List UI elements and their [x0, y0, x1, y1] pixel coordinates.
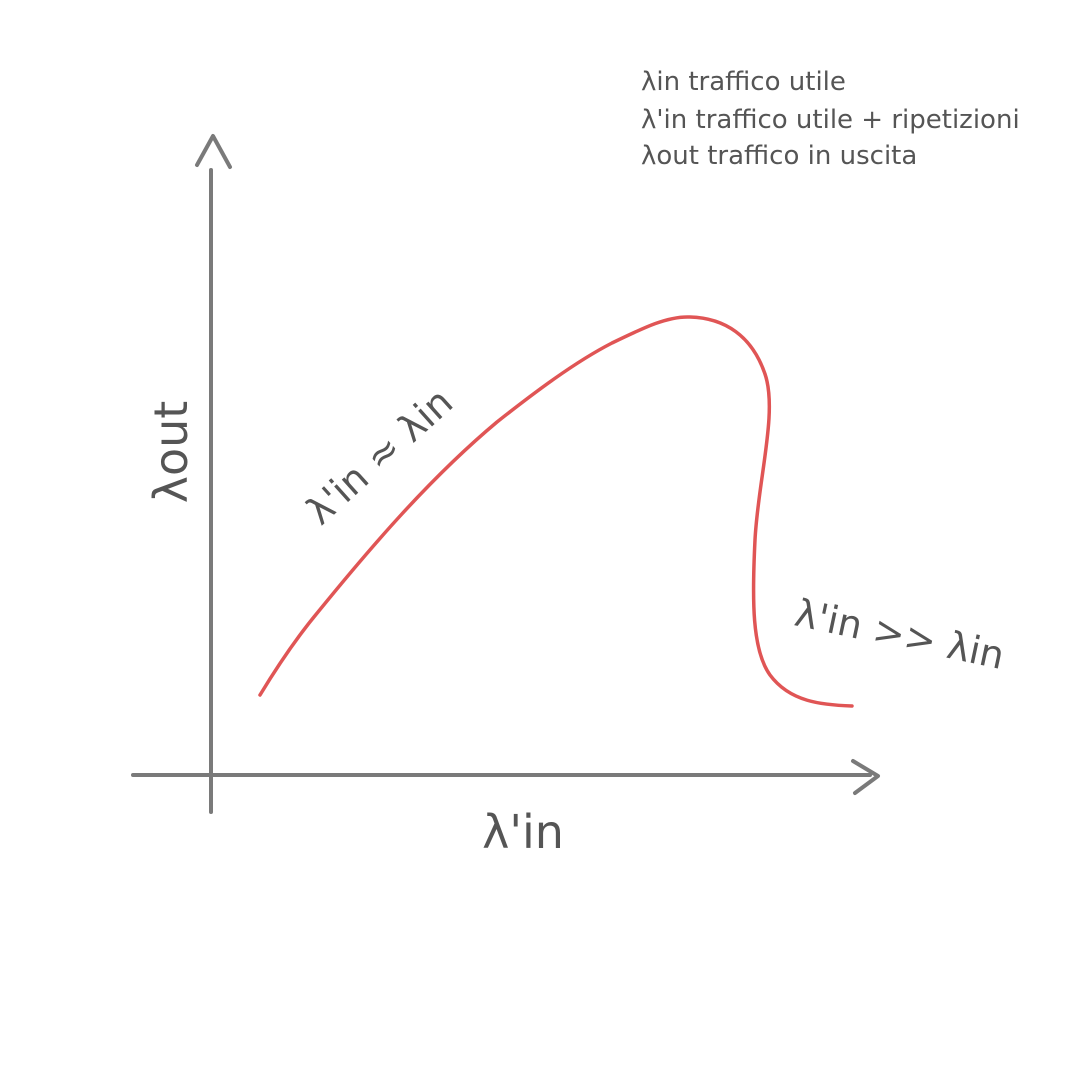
- y-axis-arrowhead-icon: [195, 134, 232, 169]
- annotation-overload: λ'in >> λin: [791, 591, 1008, 678]
- annotation-rising: λ'in ≈ λin: [297, 380, 461, 534]
- throughput-curve: [258, 315, 854, 708]
- x-axis: [131, 759, 880, 795]
- legend-line-lambda-in-prime: λ'in traffico utile + ripetizioni: [641, 105, 1020, 135]
- y-axis-title: λout: [144, 401, 198, 504]
- x-axis-arrowhead-icon: [851, 759, 880, 795]
- y-axis: [195, 134, 232, 814]
- x-axis-title: λ'in: [482, 805, 564, 859]
- legend-line-lambda-in: λin traffico utile: [641, 67, 846, 97]
- legend-line-lambda-out: λout traffico in uscita: [641, 141, 917, 171]
- legend: λin traffico utile λ'in traffico utile +…: [641, 67, 1020, 171]
